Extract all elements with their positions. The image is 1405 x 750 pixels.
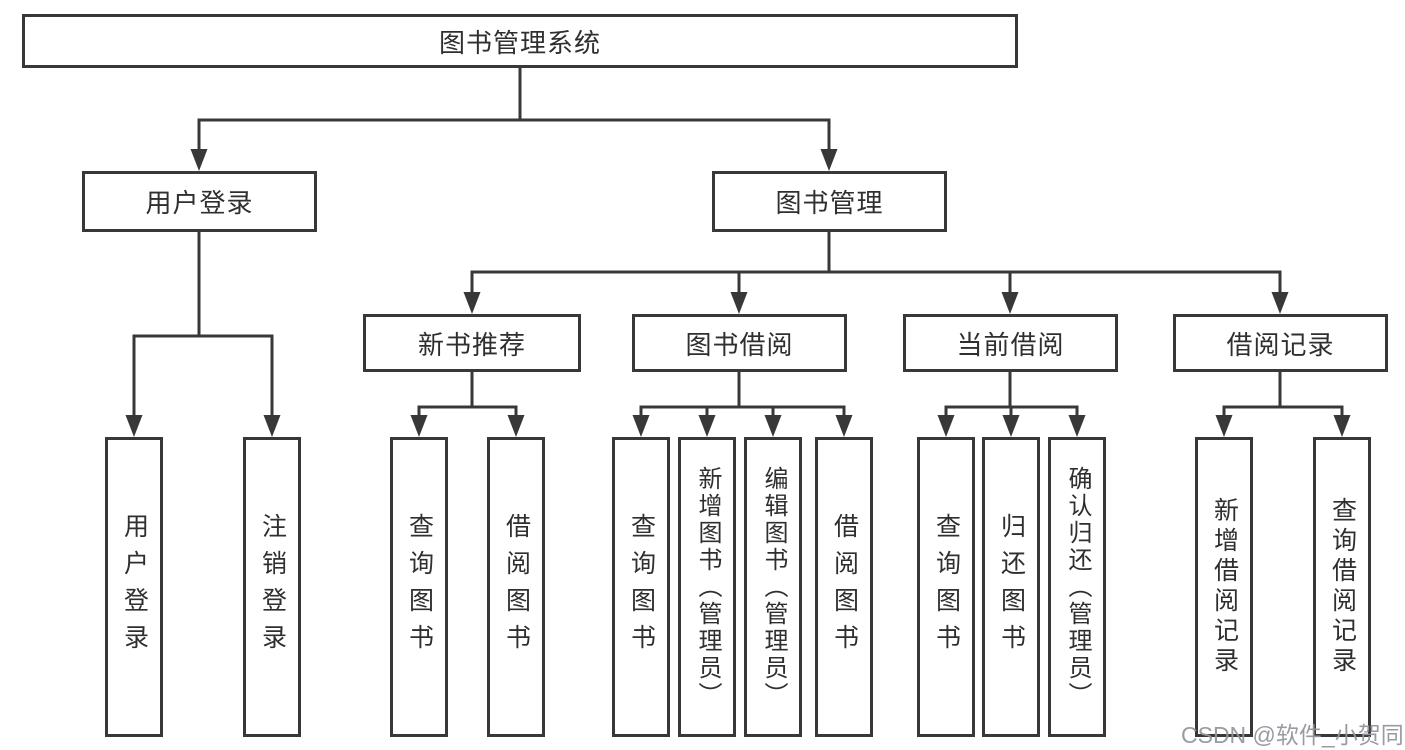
node-borrowing-records-label: 借阅记录 [1226, 329, 1335, 360]
node-book-management-label: 图书管理 [775, 188, 884, 218]
leaf-records-query-record-label: 查询借阅记录 [1328, 497, 1357, 677]
node-book-borrowing-label: 图书借阅 [685, 329, 794, 360]
leaf-user-login-label: 用户登录 [120, 513, 149, 661]
node-new-book-recommend: 新书推荐 [363, 314, 581, 372]
leaf-borrowing-borrow-books-label: 借阅图书 [830, 513, 859, 661]
leaf-borrowing-add-books-admin-label: 新增图书（管理员） [694, 465, 721, 709]
leaf-borrowing-query-books-label: 查询图书 [627, 513, 656, 661]
node-system-root: 图书管理系统 [22, 14, 1018, 68]
leaf-recommend-query-books-label: 查询图书 [405, 513, 434, 661]
leaf-borrowing-edit-books-admin: 编辑图书（管理员） [744, 437, 802, 737]
node-new-book-recommend-label: 新书推荐 [417, 329, 526, 360]
leaf-current-confirm-return-admin-label: 确认归还（管理员） [1064, 465, 1091, 709]
leaf-recommend-borrow-books: 借阅图书 [487, 437, 545, 737]
watermark: CSDN @软件_小贺同学 [1181, 722, 1405, 748]
node-book-management: 图书管理 [712, 171, 947, 232]
leaf-borrowing-edit-books-admin-label: 编辑图书（管理员） [760, 465, 787, 709]
leaf-user-login: 用户登录 [105, 437, 163, 737]
leaf-borrowing-query-books: 查询图书 [612, 437, 670, 737]
leaf-borrowing-add-books-admin: 新增图书（管理员） [678, 437, 736, 737]
leaf-current-query-books-label: 查询图书 [932, 513, 961, 661]
leaf-borrowing-borrow-books: 借阅图书 [815, 437, 873, 737]
leaf-current-confirm-return-admin: 确认归还（管理员） [1048, 437, 1106, 737]
node-user-login-label: 用户登录 [145, 188, 254, 218]
node-user-login: 用户登录 [82, 171, 317, 232]
leaf-logout-label: 注销登录 [258, 513, 287, 661]
node-book-borrowing: 图书借阅 [632, 314, 847, 372]
node-system-root-label: 图书管理系统 [438, 27, 601, 58]
leaf-recommend-query-books: 查询图书 [390, 437, 448, 737]
leaf-records-query-record: 查询借阅记录 [1313, 437, 1371, 737]
leaf-current-query-books: 查询图书 [917, 437, 975, 737]
node-borrowing-records: 借阅记录 [1173, 314, 1388, 372]
node-current-borrowing-label: 当前借阅 [956, 329, 1065, 360]
leaf-logout: 注销登录 [243, 437, 301, 737]
leaf-records-add-record: 新增借阅记录 [1195, 437, 1253, 737]
leaf-current-return-books-label: 归还图书 [997, 513, 1026, 661]
leaf-recommend-borrow-books-label: 借阅图书 [502, 513, 531, 661]
node-current-borrowing: 当前借阅 [903, 314, 1118, 372]
leaf-current-return-books: 归还图书 [982, 437, 1040, 737]
leaf-records-add-record-label: 新增借阅记录 [1210, 497, 1239, 677]
